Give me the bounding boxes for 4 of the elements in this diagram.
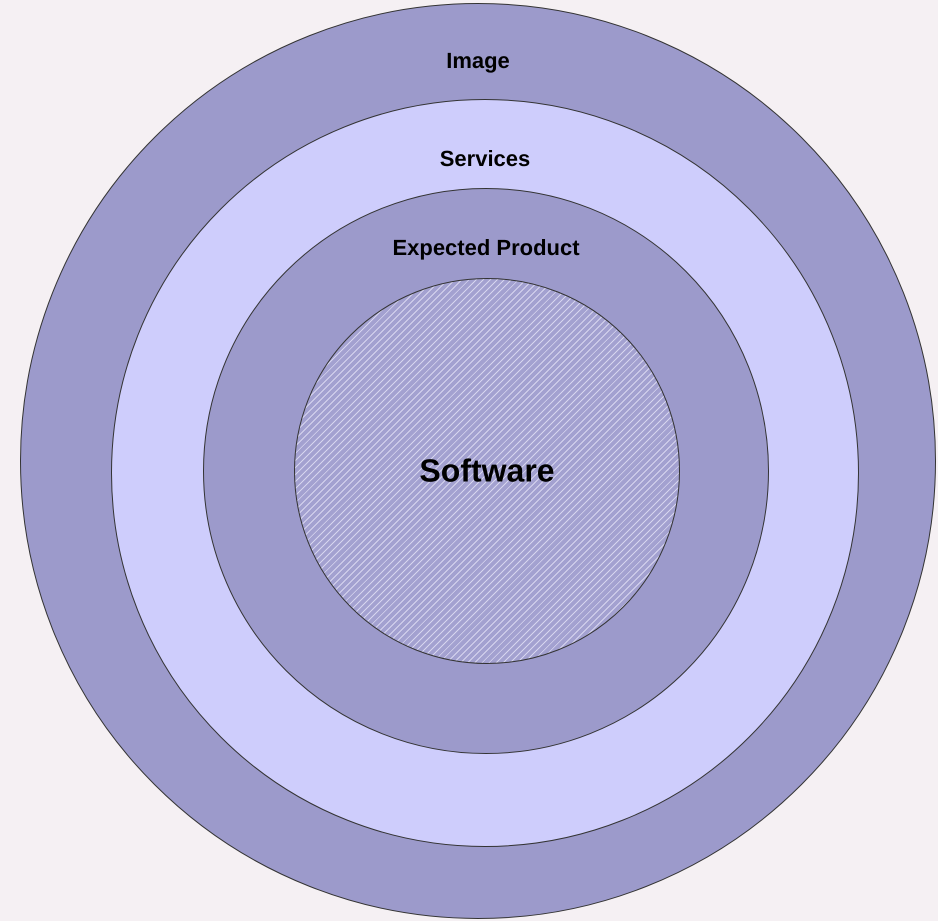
ring-label: Services [440,146,530,172]
ring-label: Software [419,452,555,490]
ring-label: Image [446,48,510,74]
ring-label: Expected Product [392,235,580,261]
